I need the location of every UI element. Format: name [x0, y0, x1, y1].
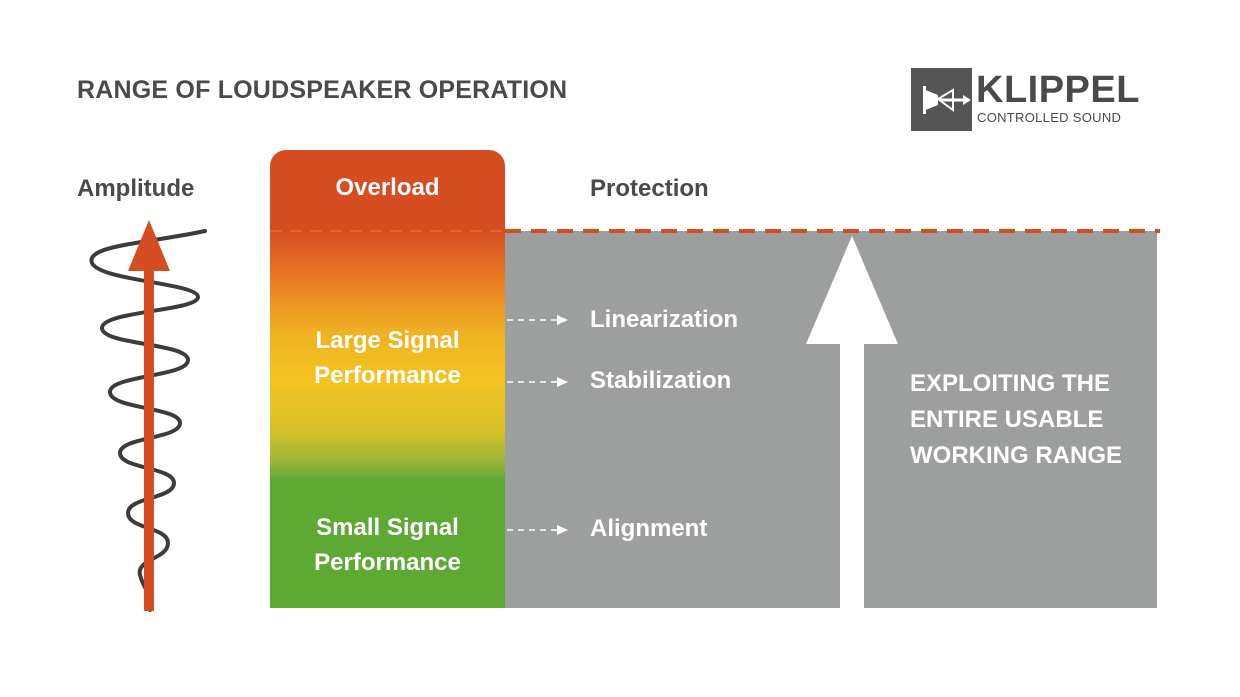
- small-signal-label-line1: Small Signal: [316, 514, 459, 541]
- callout-line3: WORKING RANGE: [910, 442, 1122, 469]
- overload-label: Overload: [335, 174, 440, 201]
- page-title: RANGE OF LOUDSPEAKER OPERATION: [77, 76, 568, 104]
- operation-range-bar: Overload Large Signal Performance Small …: [270, 150, 505, 608]
- logo-wordmark: KLIPPEL: [976, 69, 1140, 111]
- callout-line1: EXPLOITING THE: [910, 370, 1111, 397]
- amplitude-label: Amplitude: [77, 175, 195, 202]
- alignment-arrow: [507, 525, 568, 535]
- klippel-logo-icon: [911, 68, 972, 131]
- amplitude-arrow-shaft: [144, 263, 154, 611]
- logo-tagline: CONTROLLED SOUND: [977, 110, 1122, 125]
- protection-label: Protection: [590, 175, 709, 202]
- overload-threshold-line: [270, 229, 1160, 233]
- working-range-callout: EXPLOITING THE ENTIRE USABLE WORKING RAN…: [910, 366, 1150, 474]
- linearization-label: Linearization: [590, 306, 739, 333]
- waveform-line: [89, 229, 207, 612]
- stabilization-label: Stabilization: [590, 367, 732, 394]
- linearization-arrow: [507, 315, 568, 325]
- stabilization-arrow: [507, 377, 568, 387]
- large-signal-label-line2: Performance: [314, 362, 461, 389]
- amplitude-arrow-head: [128, 220, 170, 271]
- large-signal-label-line1: Large Signal: [315, 327, 460, 354]
- alignment-label: Alignment: [590, 515, 708, 542]
- small-signal-label-line2: Performance: [314, 549, 461, 576]
- klippel-logo: KLIPPEL CONTROLLED SOUND: [911, 68, 1139, 132]
- amplitude-waveform-arrow: [89, 220, 207, 612]
- callout-line2: ENTIRE USABLE: [910, 406, 1104, 433]
- working-range-arrow: [806, 236, 898, 608]
